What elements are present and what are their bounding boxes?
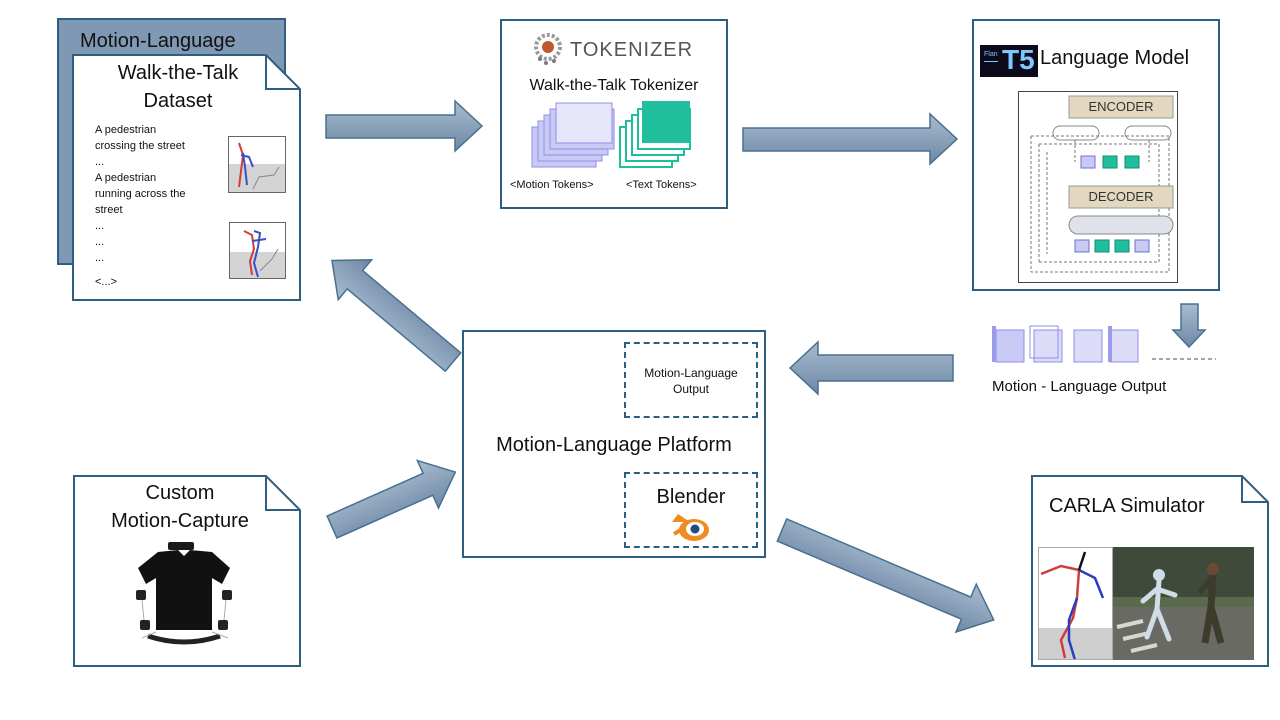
dataset-line: street — [95, 204, 123, 216]
arrow-platform-to-carla — [776, 517, 995, 634]
encoder-decoder-diagram: ENCODER DECODER — [1018, 91, 1178, 283]
dataset-title-line2: Dataset — [143, 90, 213, 112]
text-tokens-label: <Text Tokens> — [626, 179, 697, 191]
dataset-title-line1: Walk-the-Talk — [117, 62, 239, 84]
mocap-title-line2: Motion-Capture — [111, 510, 249, 532]
encoder-label: ENCODER — [1088, 99, 1154, 114]
dataset-line: ... — [95, 156, 105, 168]
dataset-line: running across the — [95, 188, 186, 200]
flan-logo-arrow-icon — [984, 61, 998, 62]
blender-box: Blender — [624, 472, 758, 548]
output-label: Motion - Language Output — [992, 378, 1167, 395]
carla-skeleton-image — [1038, 547, 1113, 660]
tokenizer-box: TOKENIZER Walk-the-Talk Tokenizer <Motio… — [500, 19, 728, 209]
dataset-line: A pedestrian — [95, 124, 157, 136]
dataset-line: ... — [95, 236, 105, 248]
dataset-line: ... — [95, 220, 105, 232]
blender-label: Blender — [656, 486, 726, 508]
arrow-platform-to-dataset — [331, 259, 462, 373]
t5-logo-text: T5 — [1002, 44, 1035, 75]
language-model-title: Language Model — [1040, 47, 1190, 69]
tokenizer-logo-icon — [534, 33, 562, 65]
motion-tokens-label: <Motion Tokens> — [510, 179, 594, 191]
platform-box: Motion-Language Output Motion-Language P… — [462, 330, 766, 558]
platform-output-line2: Output — [672, 382, 710, 396]
arrow-output-to-platform — [788, 340, 954, 396]
dataset-line: ... — [95, 252, 105, 264]
language-model-box: Flan T5 Language Model ENCODER DECODER — [972, 19, 1220, 291]
flan-logo-text: Flan — [984, 51, 998, 58]
arrow-dataset-to-tokenizer — [325, 99, 484, 153]
text-tokens-stack-icon — [619, 101, 691, 168]
carla-title: CARLA Simulator — [1049, 495, 1205, 517]
platform-output-box: Motion-Language Output — [624, 342, 758, 418]
arrow-mocap-to-platform — [326, 459, 457, 539]
carla-scene-image — [1113, 547, 1254, 660]
arrow-tokenizer-to-lm — [742, 112, 959, 166]
dataset-line: <...> — [95, 276, 118, 288]
dataset-back-title: Motion-Language — [80, 30, 236, 52]
decoder-label: DECODER — [1088, 189, 1154, 204]
tokenizer-title: Walk-the-Talk Tokenizer — [529, 77, 699, 94]
motion-tokens-stack-icon — [531, 102, 615, 168]
platform-output-line1: Motion-Language — [644, 366, 738, 380]
dataset-line: A pedestrian — [95, 172, 157, 184]
dataset-sample-text: A pedestrian crossing the street ... A p… — [95, 122, 186, 290]
tokenizer-logo-text: TOKENIZER — [570, 39, 694, 61]
blender-logo-icon — [672, 514, 709, 541]
flan-t5-logo: Flan T5 — [980, 44, 1038, 77]
mocap-suit-image — [136, 542, 232, 645]
arrow-lm-down — [1171, 303, 1207, 349]
skeleton-thumbnail-2 — [229, 222, 286, 279]
platform-title: Motion-Language Platform — [496, 434, 732, 456]
skeleton-thumbnail-1 — [228, 136, 286, 193]
mocap-title-line1: Custom — [145, 482, 215, 504]
dataset-line: crossing the street — [95, 140, 185, 152]
